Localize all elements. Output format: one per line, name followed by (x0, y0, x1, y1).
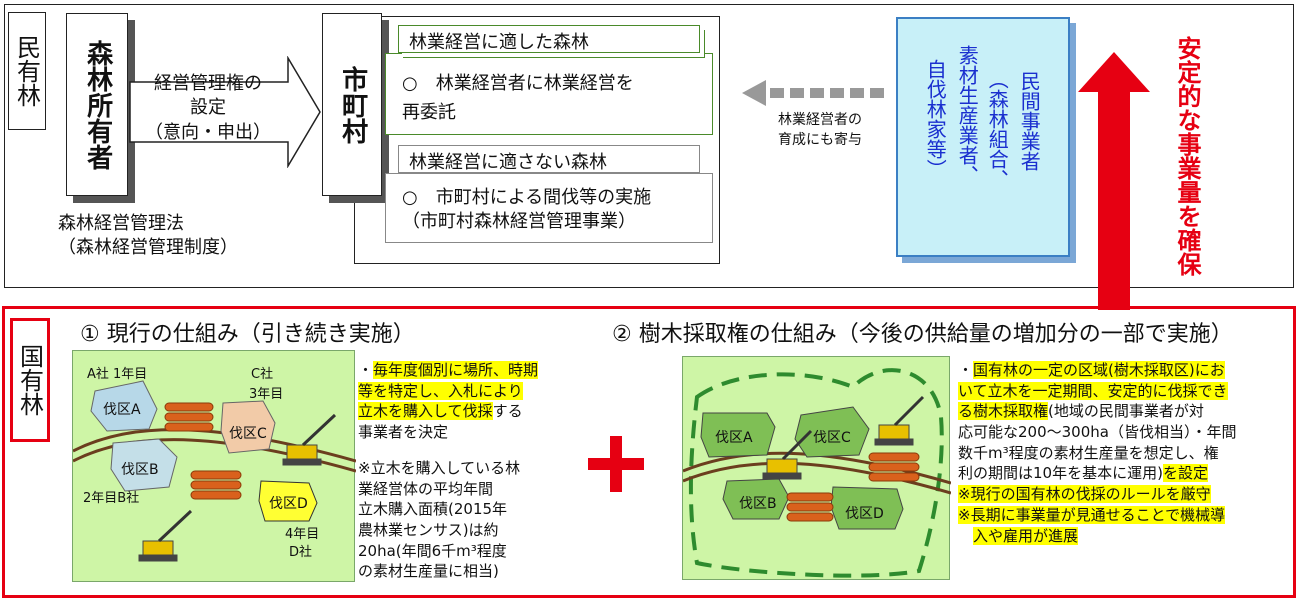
nurture-caption: 林業経営者の 育成にも寄与 (750, 110, 890, 151)
dashed-left-arrow-icon (742, 80, 884, 106)
current-system-heading: ① 現行の仕組み（引き続き実施） (80, 322, 415, 347)
rnote-p5: 利の期間は10年を基本に運用) (958, 464, 1163, 483)
rnote-hl2: いて立木を一定期間、安定的に伐採でき (958, 381, 1228, 400)
current-system-note: ・毎年度個別に場所、時期 等を特定し、入札により 立木を購入して伐採する 事業者… (358, 360, 568, 443)
plot-b-label: 伐区B (121, 462, 159, 478)
suitable-forest-body: ○ 林業経営者に林業経営を 再委託 (385, 53, 713, 135)
law-caption: 森林経営管理法 （森林経営管理制度） (58, 212, 238, 261)
footnote-line1: ※立木を購入している林 (358, 459, 521, 477)
note1-hl1: 毎年度個別に場所、時期 (373, 361, 539, 379)
private-forest-label: 民有林 (8, 12, 46, 130)
current-system-map: A社 1年目 C社 3年目 伐区A 伐区B 伐区C 伐区D 2年目B社 4年目 … (72, 350, 356, 582)
footnote-line4: 農林業センサス)は約 (358, 521, 499, 540)
footnote-line6: の素材生産量に相当) (358, 562, 499, 581)
rnote-hl6: ※長期に事業量が見通せることで機械導 (958, 505, 1226, 524)
right-plot-c-label: 伐区C (813, 430, 851, 446)
rnote-p2: (地域の民間事業者が対 (1048, 402, 1204, 421)
company-c-label: C社 (251, 367, 274, 382)
company-c-year: 3年目 (249, 387, 284, 402)
rnote-hl5: ※現行の国有林の伐採のルールを厳守 (958, 485, 1211, 504)
footnote-line2: 業経営体の平均年間 (358, 479, 494, 498)
law-line2: （森林経営管理制度） (58, 237, 238, 259)
arrow-text-line3: （意向・申出） (145, 121, 271, 143)
plus-icon (588, 436, 644, 492)
company-d-label: D社 (289, 545, 313, 560)
private-col-4: 自伐林家等） (923, 59, 948, 179)
right-plot-b-label: 伐区B (739, 496, 777, 512)
area-footnote: ※立木を購入している林 業経営体の平均年間 立木購入面積(2015年 農林業セン… (358, 458, 566, 582)
rnote-hl1: 国有林の一定の区域(樹木採取区)にお (973, 361, 1225, 379)
up-arrow-icon (1078, 52, 1150, 310)
right-plot-a-label: 伐区A (715, 430, 753, 446)
nurture-line2: 育成にも寄与 (778, 132, 862, 149)
suitable-body-line1: ○ 林業経営者に林業経営を (402, 73, 634, 94)
private-col-1: 民間事業者 (1017, 71, 1042, 171)
right-plot-d-label: 伐区D (845, 506, 884, 522)
unsuitable-body-line1: ○ 市町村による間伐等の実施 (402, 187, 652, 208)
private-col-2: （森林組合、 (985, 69, 1010, 189)
private-col-3: 素材生産業者、 (955, 45, 980, 185)
rnote-hl3: る樹木採取権 (958, 402, 1049, 421)
arrow-text-line2: 設定 (190, 97, 226, 119)
note1-hl2: 等を特定し、入札により (358, 381, 523, 400)
unsuitable-forest-body: ○ 市町村による間伐等の実施 （市町村森林経営管理事業） (385, 173, 713, 243)
note1-p3: 事業者を決定 (358, 423, 449, 442)
note1-hl3: 立木を購入して伐採 (358, 402, 493, 421)
company-a-label: A社 1年目 (87, 367, 148, 382)
suitable-forest-title: 林業経営に適した森林 (398, 25, 700, 53)
company-b-label: 2年目B社 (83, 491, 140, 506)
rnote-hl4: を設定 (1162, 464, 1208, 483)
nurture-line1: 林業経営者の (778, 112, 862, 128)
unsuitable-forest-title: 林業経営に適さない森林 (398, 145, 700, 173)
management-right-text: 経営管理権の 設定 （意向・申出） (128, 72, 288, 145)
plot-c-label: 伐区C (229, 426, 267, 442)
plot-a-label: 伐区A (103, 402, 141, 418)
law-line1: 森林経営管理法 (58, 213, 184, 234)
right-arrow-icon (129, 56, 321, 168)
stable-volume-text: 安定的な事業量を確保 (1172, 36, 1201, 276)
national-forest-label: 国有林 (10, 318, 50, 442)
footnote-line3: 立木購入面積(2015年 (358, 500, 508, 519)
left-map-graphics (73, 380, 356, 562)
tree-harvest-right-heading: ② 樹木採取権の仕組み（今後の供給量の増加分の一部で実施） (612, 322, 1233, 347)
suitable-body-line2: 再委託 (402, 101, 456, 123)
rnote-hl7: 入や雇用が進展 (973, 526, 1079, 545)
rnote-p3: 応可能な200～300ha（皆伐相当）・年間 (958, 423, 1237, 442)
private-forest-section (4, 4, 1294, 288)
forest-owner-box: 森林所有者 (66, 13, 128, 196)
rnote-bullet: ・ (958, 361, 974, 379)
right-map-graphics (683, 368, 951, 578)
company-d-year: 4年目 (285, 527, 320, 542)
note1-bullet: ・ (358, 361, 374, 379)
rnote-p4: 数千m³程度の素材生産量を想定し、権 (958, 443, 1219, 462)
note1-p2: する (492, 402, 523, 421)
plot-d-label: 伐区D (269, 496, 308, 512)
tree-harvest-right-map: 伐区A 伐区B 伐区C 伐区D (682, 356, 951, 580)
arrow-text-line1: 経営管理権の (154, 73, 262, 94)
footnote-line5: 20ha(年間6千m³程度 (358, 541, 507, 560)
private-operators-box: 民間事業者 （森林組合、 素材生産業者、 自伐林家等） (896, 17, 1070, 257)
tree-harvest-right-note: ・国有林の一定の区域(樹木採取区)にお いて立木を一定期間、安定的に伐採でき る… (958, 360, 1292, 546)
municipality-box: 市町村 (322, 13, 382, 196)
unsuitable-body-line2: （市町村森林経営管理事業） (402, 211, 636, 233)
